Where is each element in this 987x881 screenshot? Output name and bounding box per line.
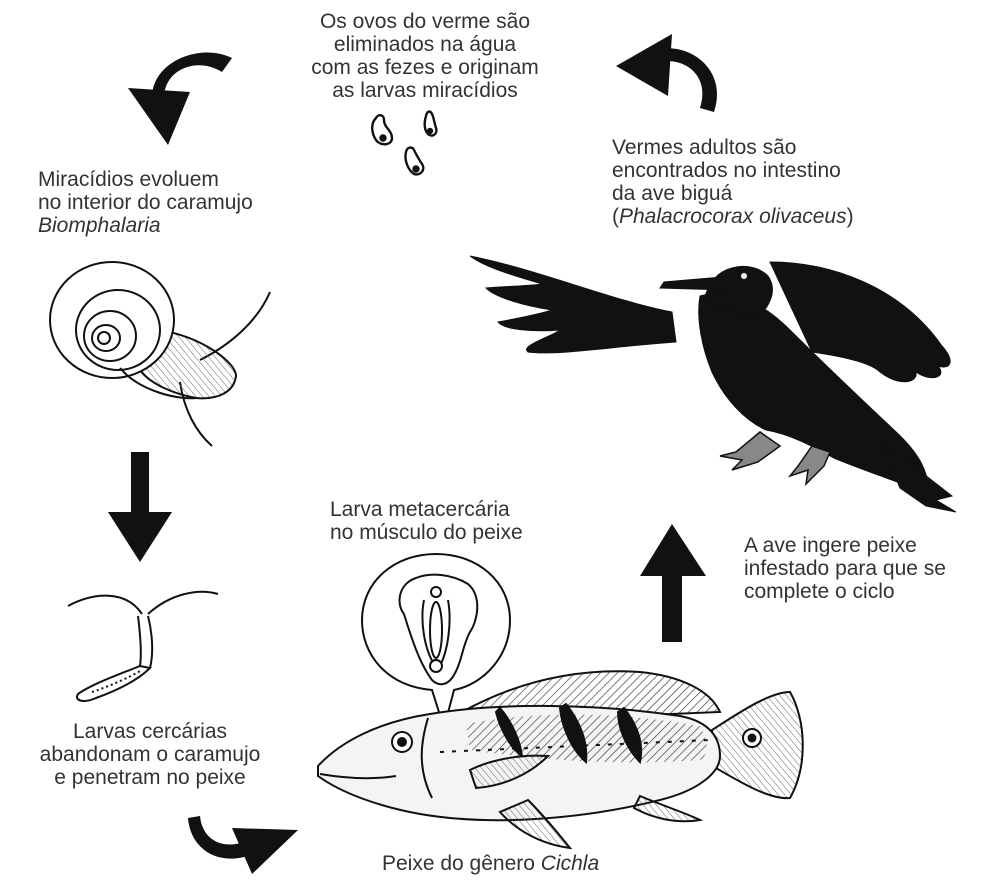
curved-arrow-bottom-left-icon (188, 816, 298, 874)
fish-caption-prefix: Peixe do gênero (382, 852, 541, 875)
cercaria-line-3: e penetram no peixe (8, 766, 292, 789)
metacercaria-line-1: Larva metacercária (330, 498, 523, 521)
bird-cormorant-icon (470, 256, 956, 512)
fish-cichla-icon (318, 671, 803, 848)
bird-caption: Vermes adultos são encontrados no intest… (612, 136, 854, 228)
ingest-line-3: complete o ciclo (744, 580, 946, 603)
miracidia-larvae-icon (372, 112, 436, 175)
snail-biomphalaria-icon (50, 262, 270, 446)
cercaria-caption: Larvas cercárias abandonam o caramujo e … (8, 720, 292, 789)
snail-line-2: no interior do caramujo (38, 191, 253, 214)
eggs-line-4: as larvas miracídios (270, 79, 580, 102)
bird-line-3: da ave biguá (612, 182, 854, 205)
arrow-down-icon (108, 452, 172, 562)
curved-arrow-top-left-icon (128, 52, 232, 145)
eggs-line-2: eliminados na água (270, 33, 580, 56)
bird-line-4: (Phalacrocorax olivaceus) (612, 205, 854, 228)
fish-genus-name: Cichla (541, 852, 599, 875)
bird-paren-open: ( (612, 205, 619, 228)
ingest-caption: A ave ingere peixe infestado para que se… (744, 534, 946, 603)
curved-arrow-top-right-icon (616, 34, 717, 112)
ingest-line-1: A ave ingere peixe (744, 534, 946, 557)
bird-species-name: Phalacrocorax olivaceus (619, 205, 847, 228)
fish-line: Peixe do gênero Cichla (382, 852, 599, 875)
fish-caption: Peixe do gênero Cichla (382, 852, 599, 875)
metacercaria-line-2: no músculo do peixe (330, 521, 523, 544)
eggs-line-3: com as fezes e originam (270, 56, 580, 79)
ingest-line-2: infestado para que se (744, 557, 946, 580)
cercaria-line-2: abandonam o caramujo (8, 743, 292, 766)
bird-line-1: Vermes adultos são (612, 136, 854, 159)
metacercaria-caption: Larva metacercária no músculo do peixe (330, 498, 523, 544)
arrow-up-icon (640, 524, 706, 642)
eggs-line-1: Os ovos do verme são (270, 10, 580, 33)
eggs-caption: Os ovos do verme são eliminados na água … (270, 10, 580, 102)
snail-line-1: Miracídios evoluem (38, 168, 253, 191)
bird-paren-close: ) (847, 205, 854, 228)
cercaria-larva-icon (68, 592, 218, 701)
cercaria-line-1: Larvas cercárias (8, 720, 292, 743)
snail-line-3: Biomphalaria (38, 214, 253, 237)
snail-caption: Miracídios evoluem no interior do caramu… (38, 168, 253, 237)
bird-line-2: encontrados no intestino (612, 159, 854, 182)
